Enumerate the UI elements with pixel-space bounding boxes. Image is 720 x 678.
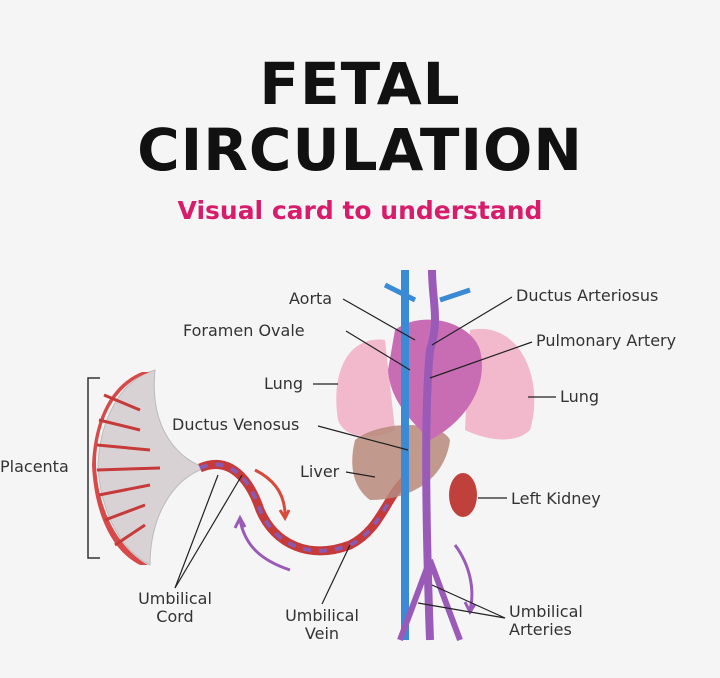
placenta [92, 369, 207, 566]
label-ductus-venosus: Ductus Venosus [172, 415, 300, 434]
label-placenta: Placenta [0, 457, 69, 476]
umbilical-cord [198, 460, 409, 556]
flow-arrows [233, 468, 477, 616]
aorta [422, 269, 440, 641]
left-lung [336, 339, 395, 437]
leader-lines [174, 296, 556, 619]
label-liver: Liver [300, 462, 340, 481]
subtitle: Visual card to understand [177, 196, 543, 225]
right-lung [465, 328, 535, 440]
title-line-1: FETAL [259, 50, 461, 118]
label-umbilical-cord-2: Cord [156, 607, 194, 626]
label-foramen-ovale: Foramen Ovale [183, 321, 305, 340]
label-aorta: Aorta [289, 289, 333, 308]
label-umbilical-vein-2: Vein [304, 624, 340, 643]
label-umbilical-cord-1: Umbilical [138, 589, 212, 608]
label-lung-left: Lung [264, 374, 304, 393]
left-kidney [449, 473, 477, 517]
label-umbilical-arteries-2: Arteries [509, 620, 572, 639]
label-ductus-arteriosus: Ductus Arteriosus [516, 286, 659, 305]
placenta-bracket [87, 377, 100, 559]
heart [388, 319, 482, 440]
title-line-2: CIRCULATION [137, 116, 583, 184]
label-umbilical-arteries-1: Umbilical [509, 602, 583, 621]
label-left-kidney: Left Kidney [511, 489, 601, 508]
label-lung-right: Lung [560, 387, 600, 406]
label-umbilical-vein-1: Umbilical [285, 606, 359, 625]
label-pulmonary-artery: Pulmonary Artery [536, 331, 677, 350]
